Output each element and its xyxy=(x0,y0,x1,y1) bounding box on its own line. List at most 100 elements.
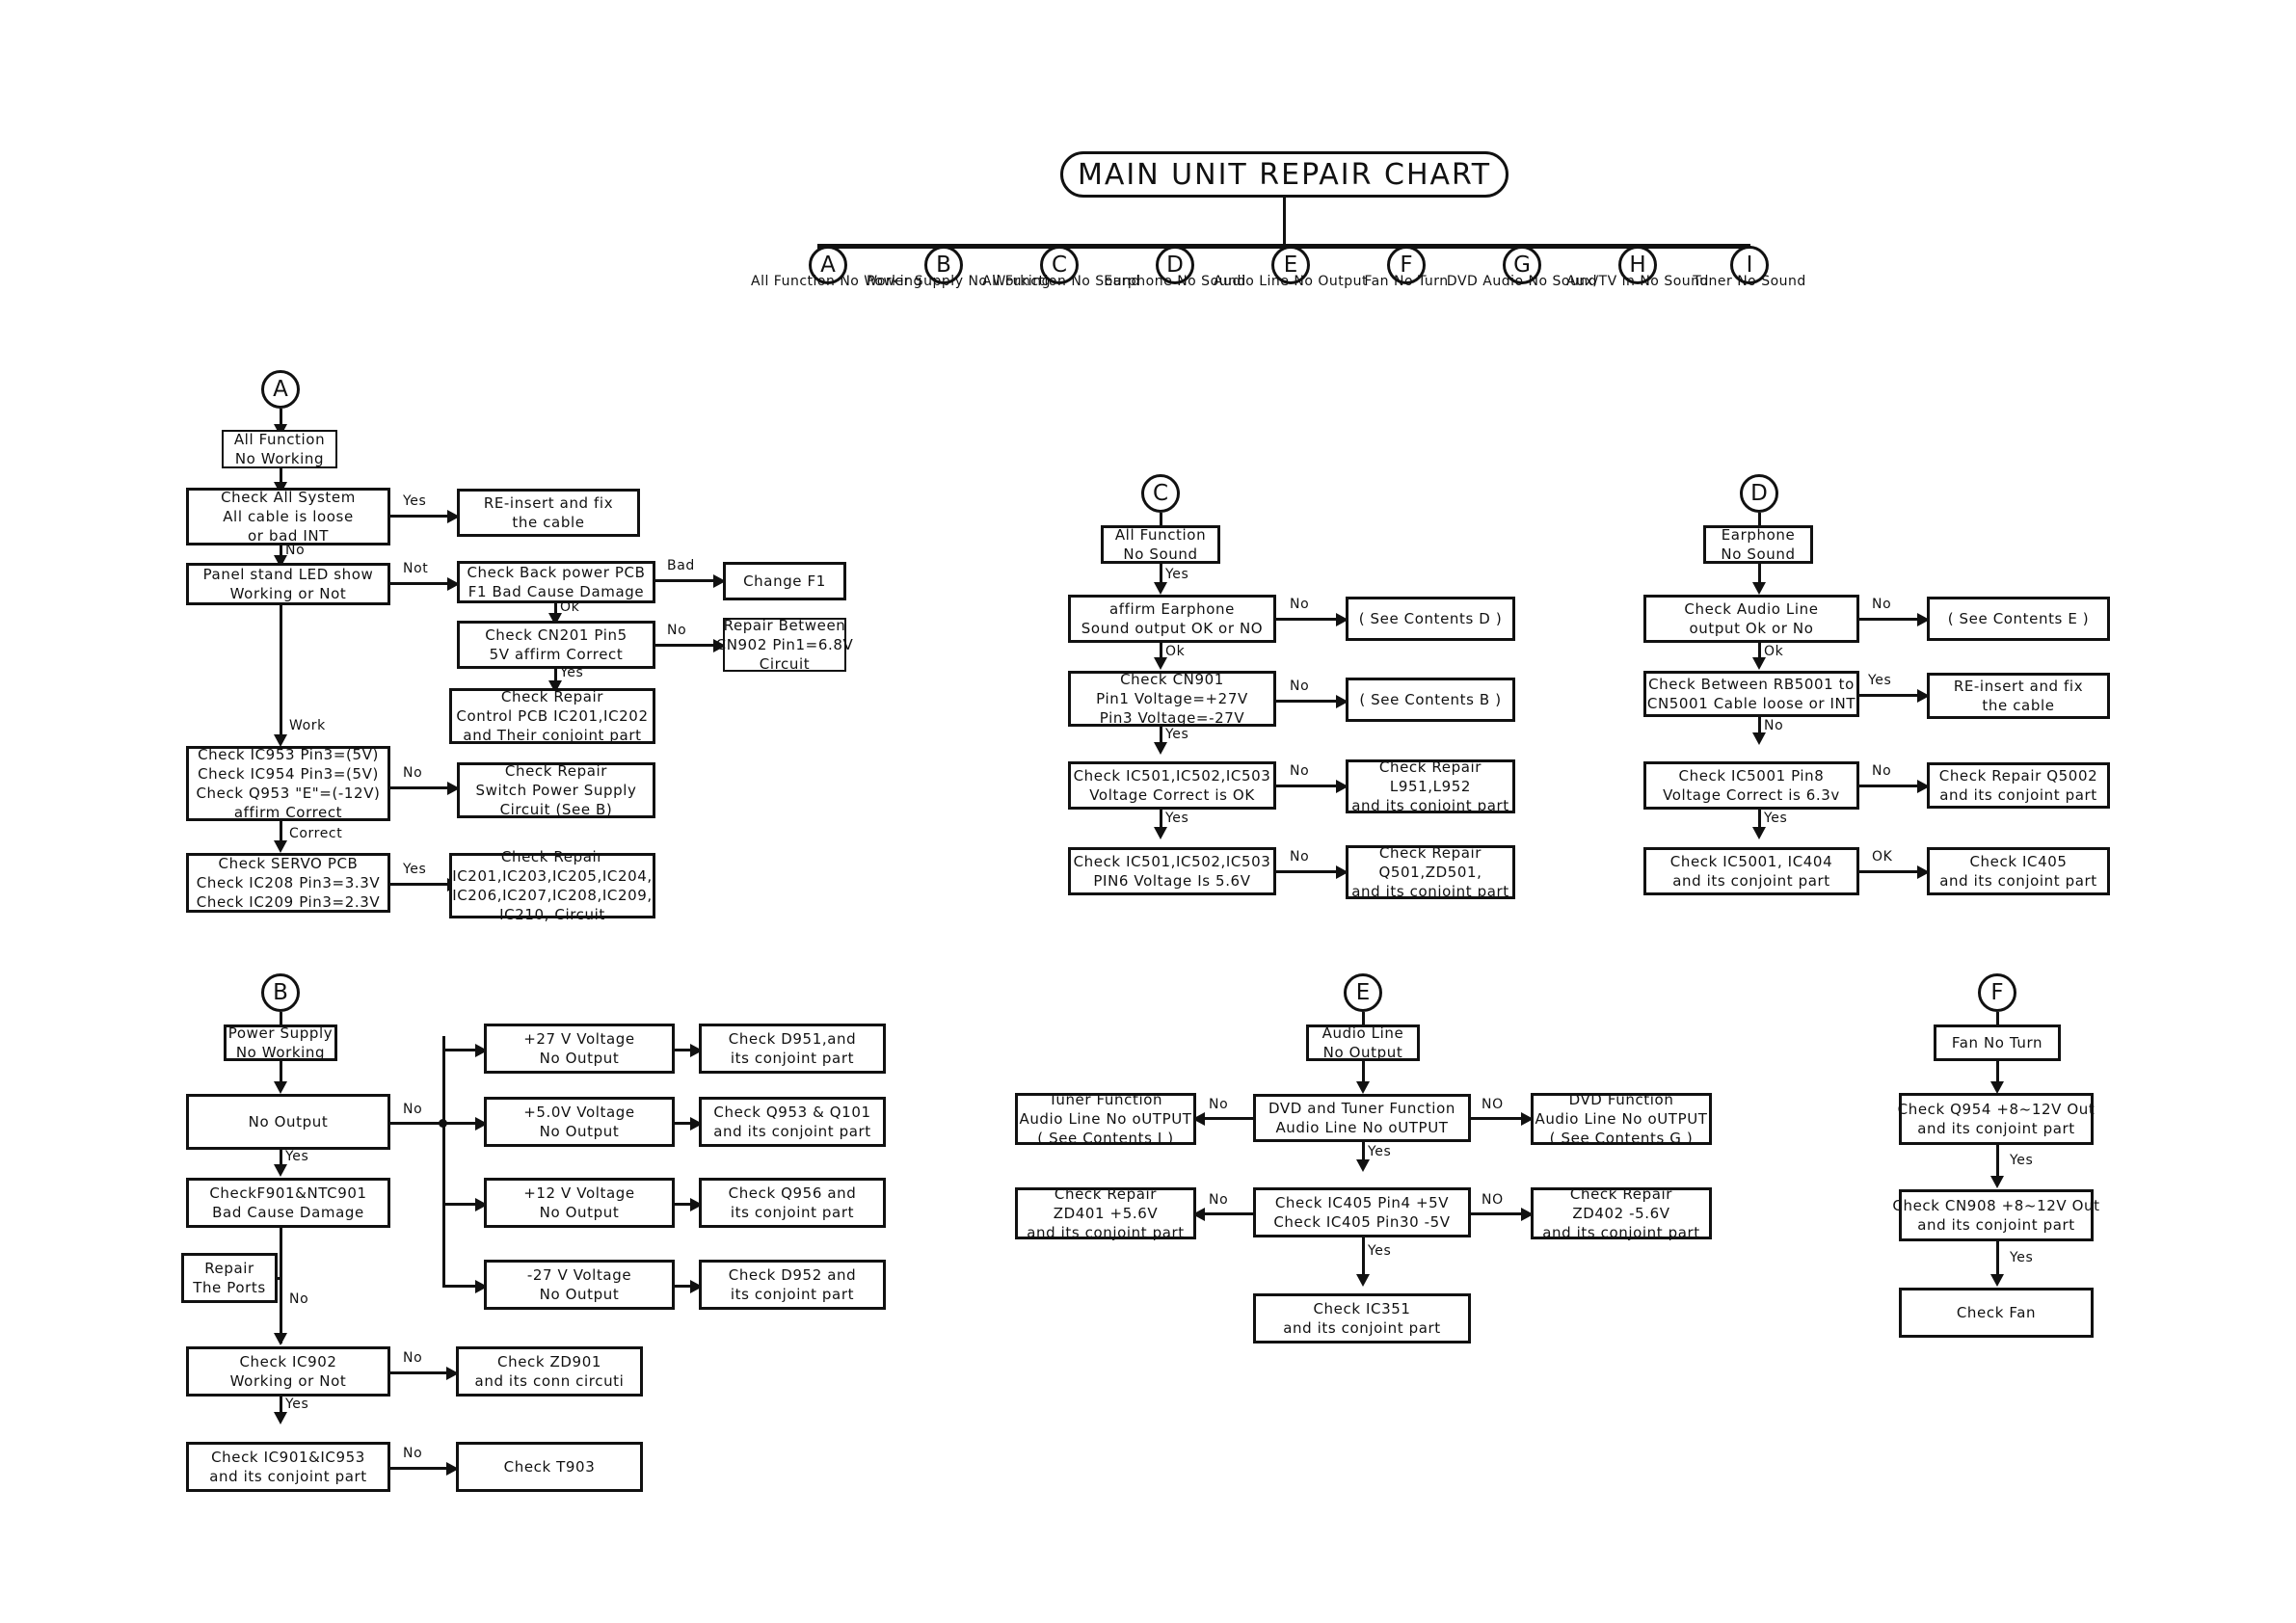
box-a2[interactable]: Check All System All cable is loose or b… xyxy=(186,488,390,545)
box-b-r3-l1: Check Q956 and xyxy=(728,1184,857,1202)
box-c6[interactable]: Check IC501,IC502,IC503 Voltage Correct … xyxy=(1068,761,1276,810)
box-a10[interactable]: Check IC953 Pin3=(5V) Check IC954 Pin3=(… xyxy=(186,746,390,821)
box-e1[interactable]: Audio Line No Output xyxy=(1306,1024,1420,1061)
box-c9[interactable]: Check Repair Q501,ZD501, and its conjoin… xyxy=(1346,844,1515,900)
section-marker-B[interactable]: B xyxy=(261,973,300,1012)
box-c1[interactable]: All Function No Sound xyxy=(1101,525,1220,564)
section-marker-B-label: B xyxy=(273,980,288,1005)
box-b8[interactable]: Check T903 xyxy=(456,1442,643,1492)
branch-circle-E[interactable]: E xyxy=(1271,246,1310,284)
box-a8[interactable]: Repair Between CN902 Pin1=6.8V Circuit xyxy=(716,617,853,674)
box-a9[interactable]: Check Repair Control PCB IC201,IC202 and… xyxy=(449,688,655,744)
box-b-r3[interactable]: Check Q956 and its conjoint part xyxy=(699,1178,886,1228)
box-a7[interactable]: Check CN201 Pin5 5V affirm Correct xyxy=(457,621,655,669)
box-b-v1[interactable]: +27 V Voltage No Output xyxy=(484,1024,675,1074)
box-a1[interactable]: All Function No Working xyxy=(222,430,337,468)
box-b-r2[interactable]: Check Q953 & Q101 and its conjoint part xyxy=(699,1097,886,1147)
branch-circle-A[interactable]: A xyxy=(809,246,847,284)
section-marker-C[interactable]: C xyxy=(1141,474,1180,513)
box-a13-l4: IC210, Circuit xyxy=(499,906,605,924)
branch-label-I-l1: Tuner xyxy=(1693,274,1733,289)
box-a11[interactable]: Check Repair Switch Power Supply Circuit… xyxy=(457,762,655,818)
a-arrow-12 xyxy=(274,840,287,853)
c-conn-c2-c3 xyxy=(1276,618,1340,621)
box-d2[interactable]: Check Audio Line output Ok or No xyxy=(1643,595,1859,643)
box-f3[interactable]: Check CN908 +8~12V Out and its conjoint … xyxy=(1892,1189,2099,1241)
branch-circle-D[interactable]: D xyxy=(1156,246,1194,284)
box-d6[interactable]: Check IC5001 Pin8 Voltage Correct is 6.3… xyxy=(1643,761,1859,810)
box-b-r4[interactable]: Check D952 and its conjoint part xyxy=(699,1260,886,1310)
d-label-yes1: Yes xyxy=(1868,673,1892,688)
box-f1[interactable]: Fan No Turn xyxy=(1934,1024,2061,1061)
box-b-r1[interactable]: Check D951,and its conjoint part xyxy=(699,1024,886,1074)
box-b6[interactable]: Check ZD901 and its conn circuti xyxy=(456,1346,643,1397)
box-b-v3[interactable]: +12 V Voltage No Output xyxy=(484,1178,675,1228)
box-d4[interactable]: Check Between RB5001 to CN5001 Cable loo… xyxy=(1643,671,1859,717)
box-d1[interactable]: Earphone No Sound xyxy=(1703,525,1813,564)
box-d8[interactable]: Check IC5001, IC404 and its conjoint par… xyxy=(1643,847,1859,895)
c-label-yes1: Yes xyxy=(1165,567,1189,582)
box-e6[interactable]: Check Repair ZD401 +5.6V and its conjoin… xyxy=(1015,1185,1196,1241)
section-marker-D[interactable]: D xyxy=(1740,474,1778,513)
box-b4[interactable]: Repair The Ports xyxy=(181,1253,278,1303)
box-c2[interactable]: affirm Earphone Sound output OK or NO xyxy=(1068,595,1276,643)
box-a13[interactable]: Check Repair IC201,IC203,IC205,IC204, IC… xyxy=(449,848,655,923)
box-b3[interactable]: CheckF901&NTC901 Bad Cause Damage xyxy=(186,1178,390,1228)
d-label-yes2: Yes xyxy=(1764,811,1788,826)
box-b-v2[interactable]: +5.0V Voltage No Output xyxy=(484,1097,675,1147)
box-e7[interactable]: Check Repair ZD402 -5.6V and its conjoin… xyxy=(1531,1185,1712,1241)
box-a12-l2: Check IC208 Pin3=3.3V xyxy=(196,873,381,891)
box-a1-l2: No Working xyxy=(234,450,325,467)
box-e2[interactable]: DVD and Tuner Function Audio Line No oUT… xyxy=(1253,1094,1471,1142)
box-e5[interactable]: Check IC405 Pin4 +5V Check IC405 Pin30 -… xyxy=(1253,1187,1471,1237)
section-marker-E[interactable]: E xyxy=(1344,973,1382,1012)
box-c8-l1: Check IC501,IC502,IC503 xyxy=(1073,852,1271,870)
box-d5[interactable]: RE-insert and fix the cable xyxy=(1927,673,2110,719)
box-d9-l2: and its conjoint part xyxy=(1939,872,2097,890)
box-c8[interactable]: Check IC501,IC502,IC503 PIN6 Voltage Is … xyxy=(1068,847,1276,895)
box-b1-l1: Power Supply xyxy=(227,1024,334,1042)
box-c5[interactable]: ( See Contents B ) xyxy=(1346,678,1515,722)
box-c4[interactable]: Check CN901 Pin1 Voltage=+27V Pin3 Volta… xyxy=(1068,671,1276,727)
branch-circle-I[interactable]: I xyxy=(1730,246,1769,284)
box-b1-l2: No Working xyxy=(235,1044,326,1061)
box-d3[interactable]: ( See Contents E ) xyxy=(1927,597,2110,641)
box-e4-l3: ( See Contents G ) xyxy=(1549,1130,1694,1148)
box-f4[interactable]: Check Fan xyxy=(1899,1288,2094,1338)
box-f2[interactable]: Check Q954 +8~12V Out and its conjoint p… xyxy=(1898,1093,2095,1145)
box-c7[interactable]: Check Repair L951,L952 and its conjoint … xyxy=(1346,758,1515,814)
box-b2-l1: No Output xyxy=(248,1112,329,1131)
a-conn-a1-a2 xyxy=(280,468,282,488)
box-e8[interactable]: Check IC351 and its conjoint part xyxy=(1253,1293,1471,1344)
box-b5[interactable]: Check IC902 Working or Not xyxy=(186,1346,390,1397)
box-a4[interactable]: Panel stand LED show Working or Not xyxy=(186,563,390,605)
box-c2-l2: Sound output OK or NO xyxy=(1081,620,1264,637)
box-c3[interactable]: ( See Contents D ) xyxy=(1346,597,1515,641)
box-a5[interactable]: Check Back power PCB F1 Bad Cause Damage xyxy=(457,561,655,603)
box-e4[interactable]: DVD Function Audio Line No oUTPUT ( See … xyxy=(1531,1090,1712,1148)
box-a12[interactable]: Check SERVO PCB Check IC208 Pin3=3.3V Ch… xyxy=(186,853,390,913)
branch-circle-F[interactable]: F xyxy=(1387,246,1426,284)
box-a10-l2: Check IC954 Pin3=(5V) xyxy=(198,764,379,783)
box-e4-l1: DVD Function xyxy=(1568,1090,1674,1108)
box-e3[interactable]: Tuner Function Audio Line No oUTPUT ( Se… xyxy=(1015,1091,1196,1147)
branch-circle-G[interactable]: G xyxy=(1503,246,1541,284)
section-marker-A[interactable]: A xyxy=(261,370,300,409)
box-a3[interactable]: RE-insert and fix the cable xyxy=(457,489,640,537)
box-d9[interactable]: Check IC405 and its conjoint part xyxy=(1927,847,2110,895)
box-b1[interactable]: Power Supply No Working xyxy=(224,1024,337,1061)
box-d7[interactable]: Check Repair Q5002 and its conjoint part xyxy=(1927,762,2110,809)
branch-circle-C[interactable]: C xyxy=(1040,246,1079,284)
branch-circle-H[interactable]: H xyxy=(1618,246,1657,284)
a-label-correct: Correct xyxy=(289,826,343,841)
box-b7[interactable]: Check IC901&IC953 and its conjoint part xyxy=(186,1442,390,1492)
box-a9-l1: Check Repair xyxy=(500,687,604,705)
c-label-no4: No xyxy=(1290,849,1310,865)
branch-circle-B[interactable]: B xyxy=(924,246,963,284)
box-a8-l3: Circuit xyxy=(759,655,811,674)
box-a6[interactable]: Change F1 xyxy=(723,562,846,600)
box-b2[interactable]: No Output xyxy=(186,1094,390,1150)
box-b-v4[interactable]: -27 V Voltage No Output xyxy=(484,1260,675,1310)
section-marker-F[interactable]: F xyxy=(1978,973,2016,1012)
branch-label-E: Audio Line No Output xyxy=(1214,273,1368,291)
